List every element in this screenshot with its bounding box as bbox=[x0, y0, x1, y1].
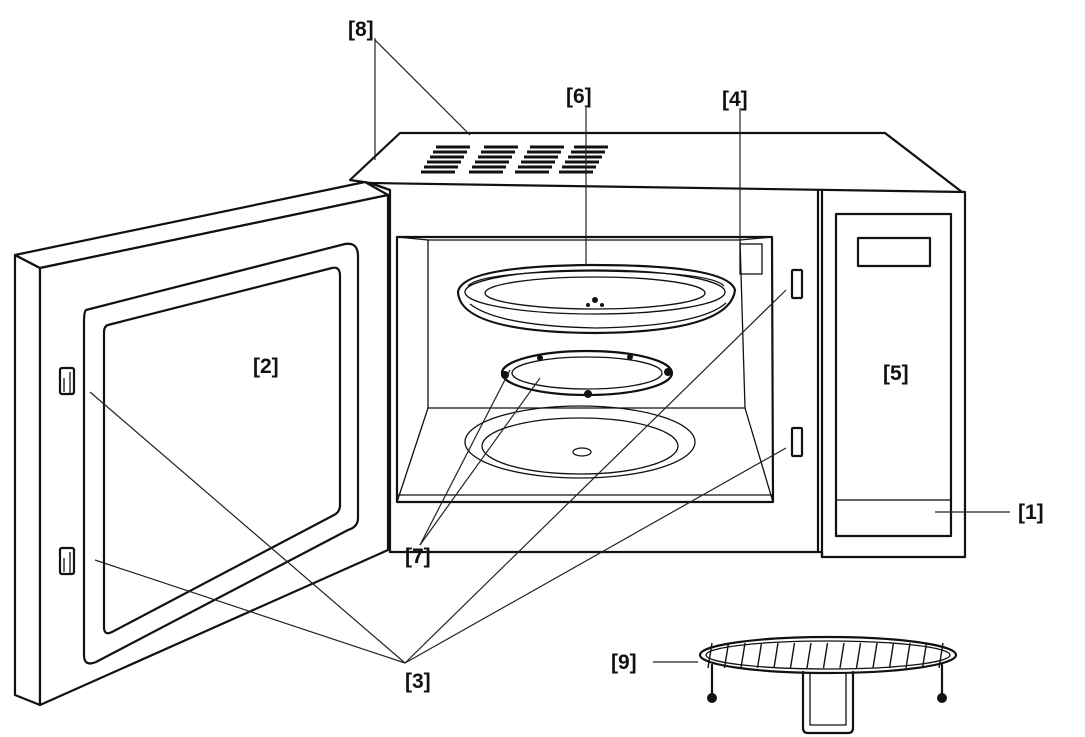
rack-bar bbox=[839, 642, 845, 669]
rack-bar bbox=[806, 642, 812, 669]
control-panel bbox=[834, 212, 953, 538]
rack-bar bbox=[723, 642, 730, 669]
microwave-body bbox=[348, 131, 967, 559]
top-vents bbox=[421, 145, 608, 174]
rack-bar bbox=[905, 642, 911, 669]
rack-bar bbox=[740, 642, 746, 669]
glass-tray bbox=[456, 263, 737, 335]
label-grill-rack: [9] bbox=[611, 651, 637, 674]
turntable-recess bbox=[464, 405, 696, 479]
rack-bar bbox=[756, 642, 763, 669]
rack-bar bbox=[822, 642, 829, 669]
rack-bar bbox=[707, 642, 713, 669]
rack-bar bbox=[938, 642, 944, 669]
label-door-latches: [3] bbox=[405, 670, 431, 693]
callout-labels: [8] [6] [4] [2] [5] [1] [7] [9] [3] bbox=[253, 18, 1044, 693]
oven-cavity bbox=[395, 235, 804, 504]
door-release-button bbox=[835, 499, 952, 537]
display-window bbox=[856, 236, 932, 268]
label-roller-ring: [7] bbox=[405, 545, 431, 568]
interlock-slot-bottom bbox=[790, 426, 804, 458]
door bbox=[13, 180, 390, 707]
rack-bar bbox=[789, 642, 796, 669]
leader-lines bbox=[89, 38, 1010, 664]
interlock-slot-top bbox=[790, 268, 804, 300]
label-vents: [8] bbox=[348, 18, 374, 41]
label-glass-tray: [6] bbox=[566, 85, 592, 108]
label-control-panel-area: [5] bbox=[883, 362, 909, 385]
grill-rack bbox=[698, 635, 958, 735]
rack-bar bbox=[888, 642, 895, 669]
rack-bar bbox=[872, 642, 878, 669]
label-door: [2] bbox=[253, 355, 279, 378]
rack-bar bbox=[773, 642, 779, 669]
label-control-panel: [1] bbox=[1018, 501, 1044, 524]
drive-coupler bbox=[572, 447, 592, 457]
rack-bar bbox=[921, 642, 928, 669]
rack-bar bbox=[855, 642, 862, 669]
door-latch-bottom bbox=[58, 546, 76, 576]
door-latch-top bbox=[58, 366, 76, 396]
label-waveguide-cover: [4] bbox=[722, 88, 748, 111]
waveguide-cover bbox=[739, 243, 763, 275]
roller-ring bbox=[500, 349, 674, 398]
